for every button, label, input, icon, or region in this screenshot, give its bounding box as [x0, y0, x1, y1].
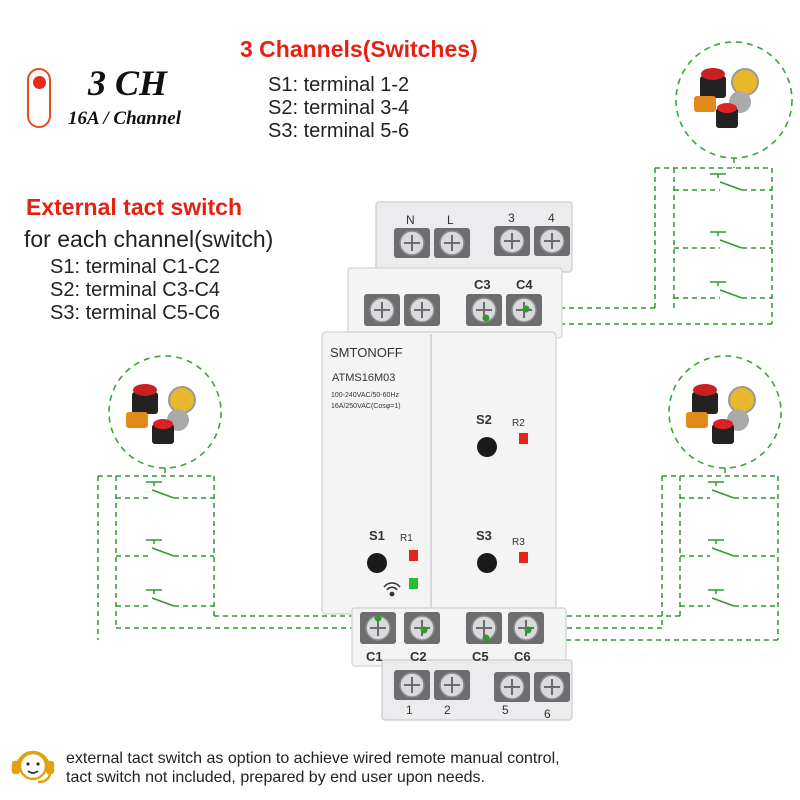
footer-note-line-1: external tact switch as option to achiev…: [66, 750, 560, 767]
lower-terminal-screws: [360, 612, 544, 644]
terminal-label-n: N: [406, 213, 415, 227]
terminal-label-5: 5: [502, 703, 509, 717]
led-label-r1: R1: [400, 533, 413, 544]
led-label-r2: R2: [512, 418, 525, 429]
toggle-dot: [33, 76, 46, 89]
channel-count-title: 3 CH: [88, 63, 168, 103]
switch-photo-ring: [668, 355, 782, 469]
left-switch-symbols: [146, 481, 175, 607]
right-top-switch-symbols: [710, 173, 743, 299]
terminal-label-4: 4: [548, 211, 555, 225]
channels-heading: 3 Channels(Switches): [240, 36, 478, 62]
current-spec: 16A/250VAC(Cosφ=1): [331, 403, 401, 410]
s1-button[interactable]: [367, 553, 387, 573]
top-terminal-screws: [394, 226, 570, 258]
upper-terminal-screws: [364, 294, 542, 326]
led-label-r3: R3: [512, 537, 525, 548]
push-button-photo-icon: [686, 384, 756, 444]
r2-led: [519, 433, 528, 444]
top-terminal-labels: N L 3 4: [406, 211, 555, 227]
button-label-s3: S3: [476, 528, 492, 543]
terminal-label-1: 1: [406, 703, 413, 717]
terminal-label-6: 6: [544, 707, 551, 721]
push-button-photo-icon: [126, 384, 196, 444]
channel-line-2: S2: terminal 3-4: [268, 97, 410, 119]
channel-current-subtitle: 16A / Channel: [68, 108, 181, 129]
terminal-label-c1: C1: [366, 649, 383, 664]
footer-note-line-2: tact switch not included, prepared by en…: [66, 769, 485, 786]
voltage-spec: 100-240VAC/50-60Hz: [331, 392, 399, 399]
right-bottom-switch-symbols: [708, 481, 735, 607]
wifi-icon: [383, 582, 401, 597]
tact-heading: External tact switch: [26, 194, 243, 220]
terminal-label-2: 2: [444, 703, 451, 717]
channel-line-3: S3: terminal 5-6: [268, 120, 410, 142]
r3-led: [519, 552, 528, 563]
terminal-label-c5: C5: [472, 649, 489, 664]
terminal-label-l: L: [447, 213, 454, 227]
wifi-led: [409, 578, 418, 589]
bottom-terminal-screws: [394, 670, 570, 702]
channel-line-1: S1: terminal 1-2: [268, 74, 410, 96]
left-switch-wiring: [97, 355, 424, 640]
tact-subheading: for each channel(switch): [24, 226, 274, 252]
r1-led: [409, 550, 418, 561]
terminal-label-c4: C4: [516, 277, 533, 292]
headset-support-icon: [11, 750, 55, 784]
button-label-s1: S1: [369, 528, 385, 543]
push-button-photo-icon: [694, 68, 759, 128]
terminal-label-c6: C6: [514, 649, 531, 664]
terminal-label-c3: C3: [474, 277, 491, 292]
brand-label: SMTONOFF: [330, 345, 403, 360]
button-label-s2: S2: [476, 412, 492, 427]
s2-button[interactable]: [477, 437, 497, 457]
tact-line-2: S2: terminal C3-C4: [50, 279, 221, 301]
terminal-label-3: 3: [508, 211, 515, 225]
s3-button[interactable]: [477, 553, 497, 573]
terminal-label-c2: C2: [410, 649, 427, 664]
model-label: ATMS16M03: [332, 372, 395, 384]
switch-photo-ring: [108, 355, 222, 469]
tact-line-3: S3: terminal C5-C6: [50, 302, 221, 324]
toggle-icon: [27, 68, 51, 128]
tact-line-1: S1: terminal C1-C2: [50, 256, 221, 278]
